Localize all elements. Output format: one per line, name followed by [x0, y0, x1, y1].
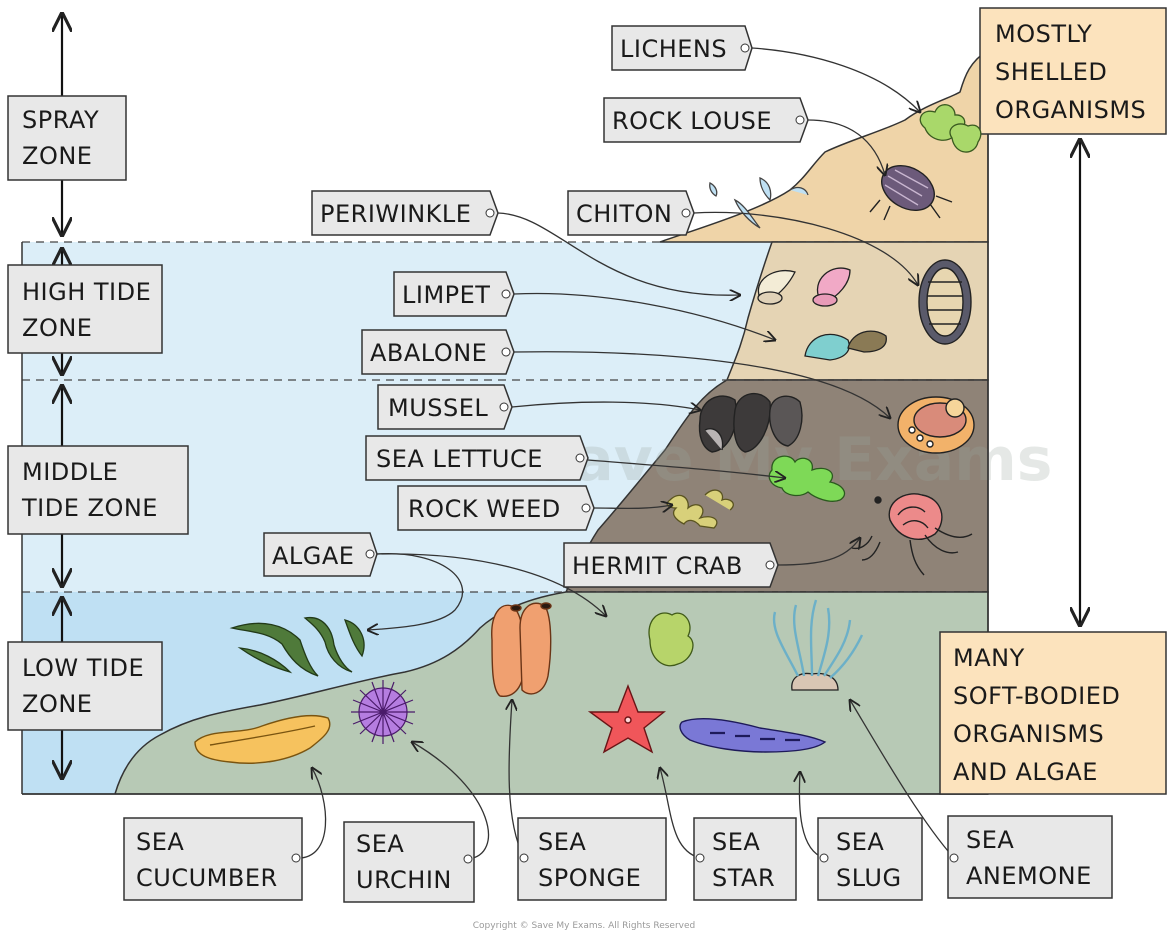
svg-text:ZONE: ZONE — [22, 142, 92, 170]
svg-text:ABALONE: ABALONE — [370, 339, 487, 367]
label-lichens: LICHENS — [612, 26, 752, 70]
label-algae: ALGAE — [264, 533, 377, 576]
label-rock-louse: ROCK LOUSE — [604, 98, 808, 142]
zone-label-high-tide: HIGH TIDE ZONE — [8, 265, 162, 353]
svg-text:LICHENS: LICHENS — [620, 35, 727, 63]
label-sea-slug: SEA SLUG — [818, 818, 922, 900]
zone-label-spray: SPRAY ZONE — [8, 96, 126, 180]
zone-label-low-tide: LOW TIDE ZONE — [8, 642, 162, 730]
label-sea-anemone: SEA ANEMONE — [948, 816, 1112, 898]
mussel-icon — [700, 394, 802, 452]
svg-text:LOW TIDE: LOW TIDE — [22, 654, 144, 682]
svg-text:ROCK WEED: ROCK WEED — [408, 495, 561, 523]
svg-text:MIDDLE: MIDDLE — [22, 458, 118, 486]
chiton-icon — [919, 260, 971, 344]
svg-text:SLUG: SLUG — [836, 864, 902, 892]
svg-text:PERIWINKLE: PERIWINKLE — [320, 200, 471, 228]
label-periwinkle: PERIWINKLE — [312, 191, 498, 235]
svg-text:HERMIT CRAB: HERMIT CRAB — [572, 552, 743, 580]
svg-text:SPONGE: SPONGE — [538, 864, 641, 892]
side-note-soft-bodied: MANY SOFT-BODIED ORGANISMS AND ALGAE — [940, 632, 1166, 794]
svg-text:CUCUMBER: CUCUMBER — [136, 864, 278, 892]
label-sea-urchin: SEA URCHIN — [344, 822, 474, 902]
svg-text:SEA: SEA — [712, 828, 760, 856]
label-sea-cucumber: SEA CUCUMBER — [124, 818, 302, 900]
svg-text:LIMPET: LIMPET — [402, 281, 490, 309]
svg-text:TIDE ZONE: TIDE ZONE — [21, 494, 158, 522]
svg-text:ORGANISMS: ORGANISMS — [953, 720, 1104, 748]
svg-text:SEA: SEA — [538, 828, 586, 856]
svg-text:SEA: SEA — [836, 828, 884, 856]
svg-text:SEA: SEA — [966, 826, 1014, 854]
label-abalone: ABALONE — [362, 330, 514, 374]
svg-text:SEA LETTUCE: SEA LETTUCE — [376, 445, 543, 473]
svg-text:ORGANISMS: ORGANISMS — [995, 96, 1146, 124]
label-sea-lettuce: SEA LETTUCE — [366, 436, 588, 480]
label-sea-star: SEA STAR — [694, 818, 796, 900]
svg-text:SPRAY: SPRAY — [22, 106, 99, 134]
svg-text:MOSTLY: MOSTLY — [995, 20, 1092, 48]
svg-text:ROCK LOUSE: ROCK LOUSE — [612, 107, 772, 135]
label-mussel: MUSSEL — [378, 385, 512, 429]
svg-text:ANEMONE: ANEMONE — [966, 862, 1092, 890]
svg-text:SEA: SEA — [136, 828, 184, 856]
label-sea-sponge: SEA SPONGE — [518, 818, 666, 900]
sea-sponge-icon — [492, 603, 551, 696]
svg-text:MUSSEL: MUSSEL — [388, 394, 488, 422]
svg-text:AND ALGAE: AND ALGAE — [953, 758, 1098, 786]
svg-text:URCHIN: URCHIN — [356, 866, 452, 894]
svg-text:SOFT-BODIED: SOFT-BODIED — [953, 682, 1120, 710]
svg-text:ZONE: ZONE — [22, 314, 92, 342]
svg-text:MANY: MANY — [953, 644, 1025, 672]
side-note-shelled: MOSTLY SHELLED ORGANISMS — [980, 8, 1166, 134]
low-zone-seaweed-icon — [649, 613, 693, 666]
svg-text:SEA: SEA — [356, 830, 404, 858]
copyright-text: Copyright © Save My Exams. All Rights Re… — [473, 921, 695, 931]
label-hermit-crab: HERMIT CRAB — [564, 543, 778, 587]
svg-text:ALGAE: ALGAE — [272, 542, 354, 570]
label-limpet: LIMPET — [394, 272, 514, 316]
zone-label-middle-tide: MIDDLE TIDE ZONE — [8, 446, 188, 534]
svg-text:ZONE: ZONE — [22, 690, 92, 718]
svg-text:SHELLED: SHELLED — [995, 58, 1107, 86]
svg-text:HIGH TIDE: HIGH TIDE — [22, 278, 151, 306]
label-chiton: CHITON — [568, 191, 694, 235]
label-rock-weed: ROCK WEED — [398, 486, 594, 530]
abalone-icon — [898, 397, 974, 453]
svg-text:CHITON: CHITON — [576, 200, 672, 228]
svg-text:STAR: STAR — [712, 864, 775, 892]
